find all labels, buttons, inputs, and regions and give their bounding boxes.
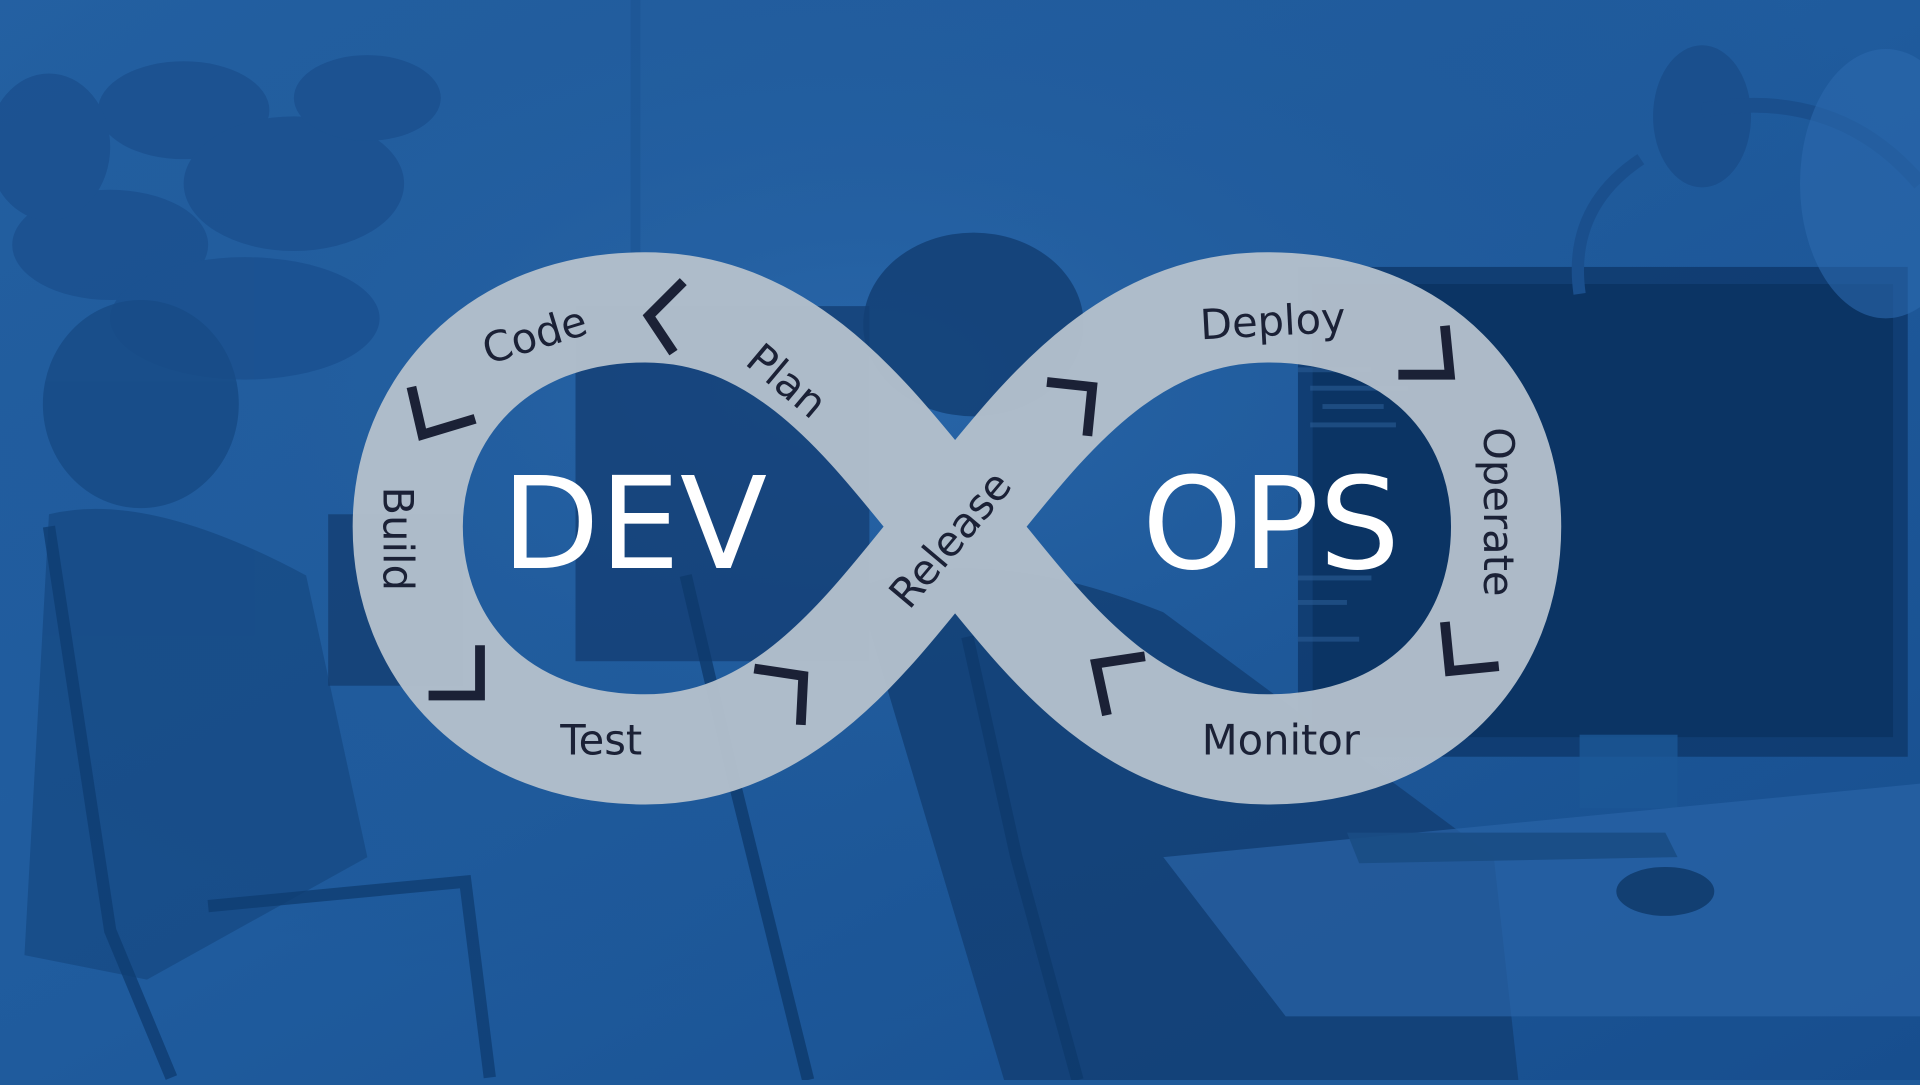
person-left-silhouette <box>24 300 368 980</box>
arrow-icon-deploy-operate <box>1398 325 1456 380</box>
arrow-icon-build-code <box>406 385 477 441</box>
stage-build-label: Build <box>373 487 422 592</box>
stage-operate-label: Operate <box>1474 427 1523 596</box>
chair-left <box>42 525 496 1080</box>
keyboard <box>1346 832 1678 864</box>
arrow-icon-operate-monitor <box>1440 621 1500 677</box>
arrow-icon-test-build <box>428 645 485 701</box>
stage-test-label: Test <box>559 715 642 764</box>
infinity-loop <box>352 252 1562 805</box>
plant-silhouette <box>0 55 441 380</box>
stage-deploy-label: Deploy <box>1199 293 1347 350</box>
arrow-icon-code-plan <box>642 278 687 356</box>
mouse <box>1616 866 1715 916</box>
arrow-icon-release-deploy <box>1046 377 1098 437</box>
infinity-band <box>352 252 1562 805</box>
arrow-icon-monitor-release <box>1090 651 1146 717</box>
desk-lamp <box>1571 45 1920 319</box>
dev-label: DEV <box>501 451 767 599</box>
ops-label: OPS <box>1142 451 1400 599</box>
stage-monitor-label: Monitor <box>1202 715 1361 764</box>
arrow-icon-release-test <box>753 663 809 726</box>
